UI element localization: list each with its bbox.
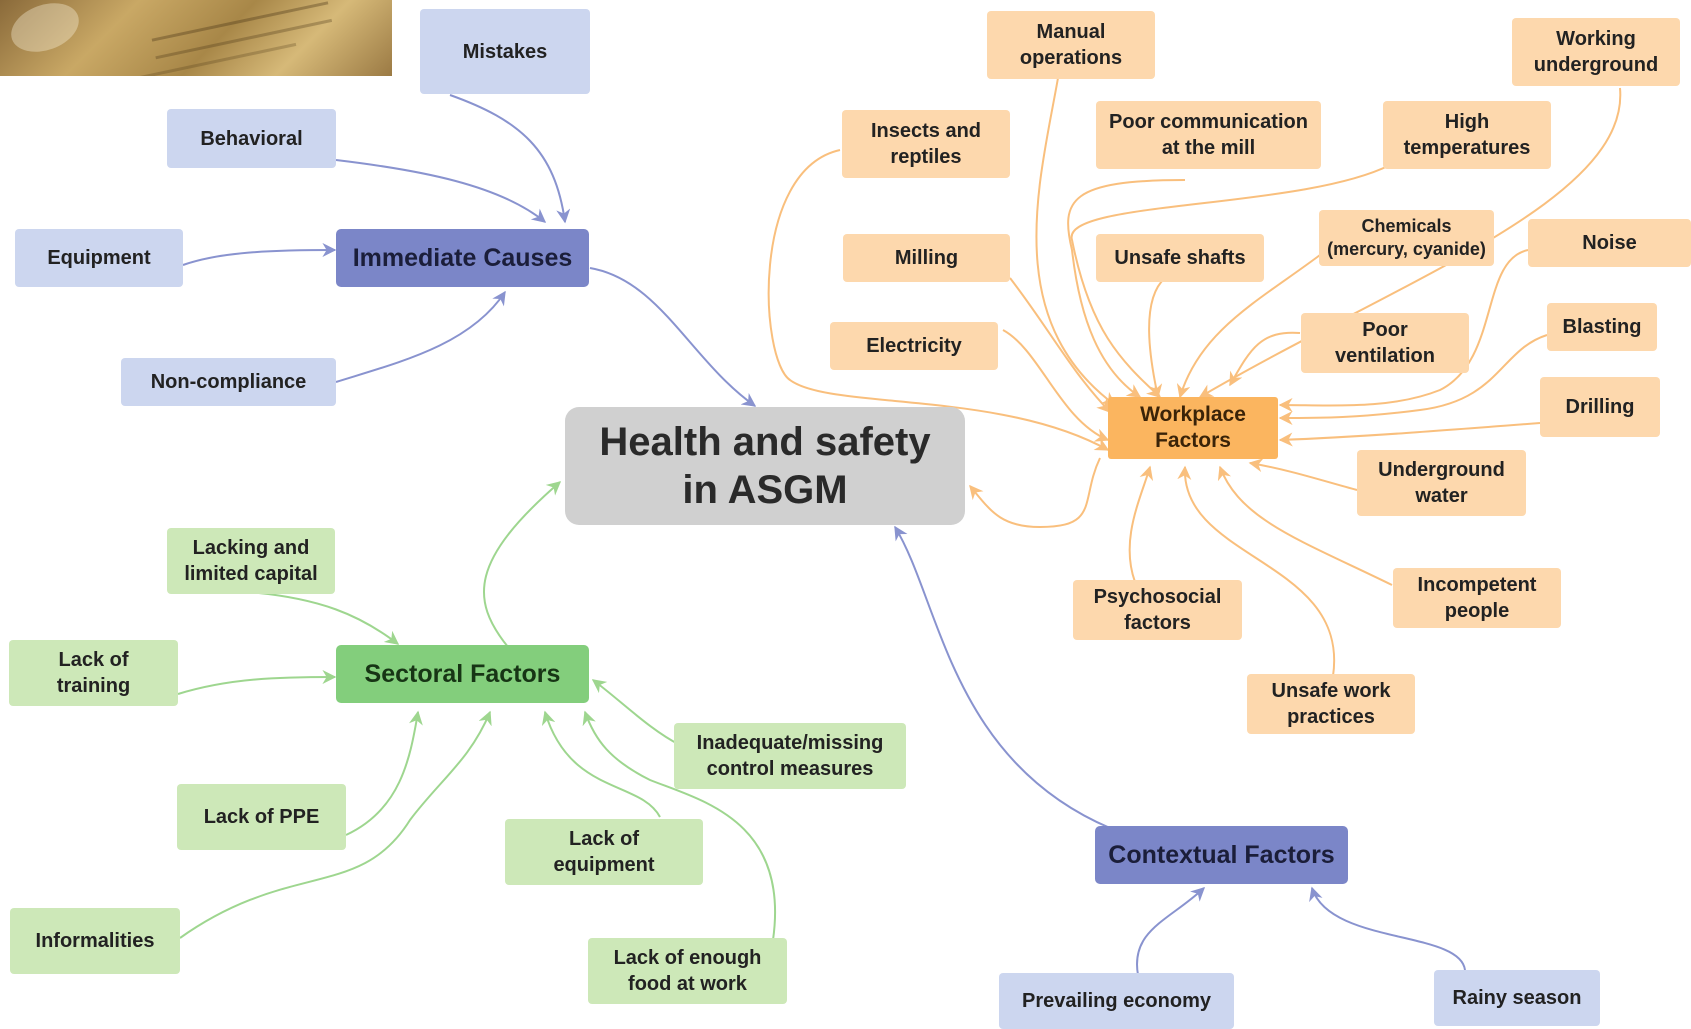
- edge-noncompliance: [335, 290, 506, 383]
- node-lack-food: Lack of enough food at work: [588, 938, 787, 1004]
- node-psychosocial: Psychosocial factors: [1073, 580, 1242, 640]
- node-incompetent-people: Incompetent people: [1393, 568, 1561, 628]
- node-lack-equipment: Lack of equipment: [505, 819, 703, 885]
- node-high-temperatures: High temperatures: [1383, 101, 1551, 169]
- node-equipment: Equipment: [15, 229, 183, 287]
- background-rock-photo: [0, 0, 392, 76]
- node-manual-operations: Manual operations: [987, 11, 1155, 79]
- node-unsafe-work-practices: Unsafe work practices: [1247, 674, 1415, 734]
- node-insects-reptiles: Insects and reptiles: [842, 110, 1010, 178]
- edge-communication: [1067, 179, 1186, 398]
- node-rainy-season: Rainy season: [1434, 970, 1600, 1026]
- edge-rainy: [1309, 886, 1466, 971]
- node-lack-training: Lack of training: [9, 640, 178, 706]
- edge-behavioral: [335, 159, 547, 223]
- node-working-underground: Working underground: [1512, 18, 1680, 86]
- node-blasting: Blasting: [1547, 303, 1657, 351]
- edge-economy: [1135, 887, 1206, 976]
- edge-underground-water: [1248, 458, 1358, 491]
- edge-training: [177, 670, 337, 695]
- node-lacking-capital: Lacking and limited capital: [167, 528, 335, 594]
- node-control-measures: Inadequate/missing control measures: [674, 723, 906, 789]
- hub-contextual-factors: Contextual Factors: [1095, 826, 1348, 884]
- node-milling: Milling: [843, 234, 1010, 282]
- edge-milling: [1009, 277, 1111, 414]
- edge-drilling: [1278, 422, 1541, 447]
- node-behavioral: Behavioral: [167, 109, 336, 168]
- node-drilling: Drilling: [1540, 377, 1660, 437]
- node-mistakes: Mistakes: [420, 9, 590, 94]
- edge-electricity: [1002, 329, 1110, 442]
- edge-equipment: [182, 243, 337, 266]
- node-prevailing-economy: Prevailing economy: [999, 973, 1234, 1029]
- node-non-compliance: Non-compliance: [121, 358, 336, 406]
- edge-psychosocial: [1128, 465, 1154, 583]
- edge-contextual-center: [894, 525, 1111, 829]
- node-underground-water: Underground water: [1357, 450, 1526, 516]
- node-noise: Noise: [1528, 219, 1691, 267]
- edge-ventilation: [1229, 331, 1301, 387]
- edge-immediate-center: [589, 267, 757, 407]
- hub-immediate-causes: Immediate Causes: [336, 229, 589, 287]
- hub-workplace-factors: Workplace Factors: [1108, 397, 1278, 459]
- node-poor-ventilation: Poor ventilation: [1301, 313, 1469, 373]
- node-electricity: Electricity: [830, 322, 998, 370]
- edge-unsafe-practices: [1177, 465, 1336, 677]
- edge-shafts: [1148, 277, 1166, 399]
- node-chemicals: Chemicals (mercury, cyanide): [1319, 210, 1494, 266]
- center-node-health-safety: Health and safety in ASGM: [565, 407, 965, 525]
- node-informalities: Informalities: [10, 908, 180, 974]
- edge-lack-equipment: [541, 710, 661, 818]
- hub-sectoral-factors: Sectoral Factors: [336, 645, 589, 703]
- edge-workplace-center: [969, 457, 1101, 529]
- edge-insects: [767, 149, 1110, 451]
- edge-mistakes: [449, 94, 571, 224]
- node-unsafe-shafts: Unsafe shafts: [1096, 234, 1264, 282]
- edge-ppe: [345, 710, 423, 836]
- node-poor-communication: Poor communication at the mill: [1096, 101, 1321, 169]
- edge-control: [591, 679, 681, 746]
- node-lack-ppe: Lack of PPE: [177, 784, 346, 850]
- edge-sectoral-center: [482, 481, 562, 648]
- edge-capital: [247, 591, 400, 645]
